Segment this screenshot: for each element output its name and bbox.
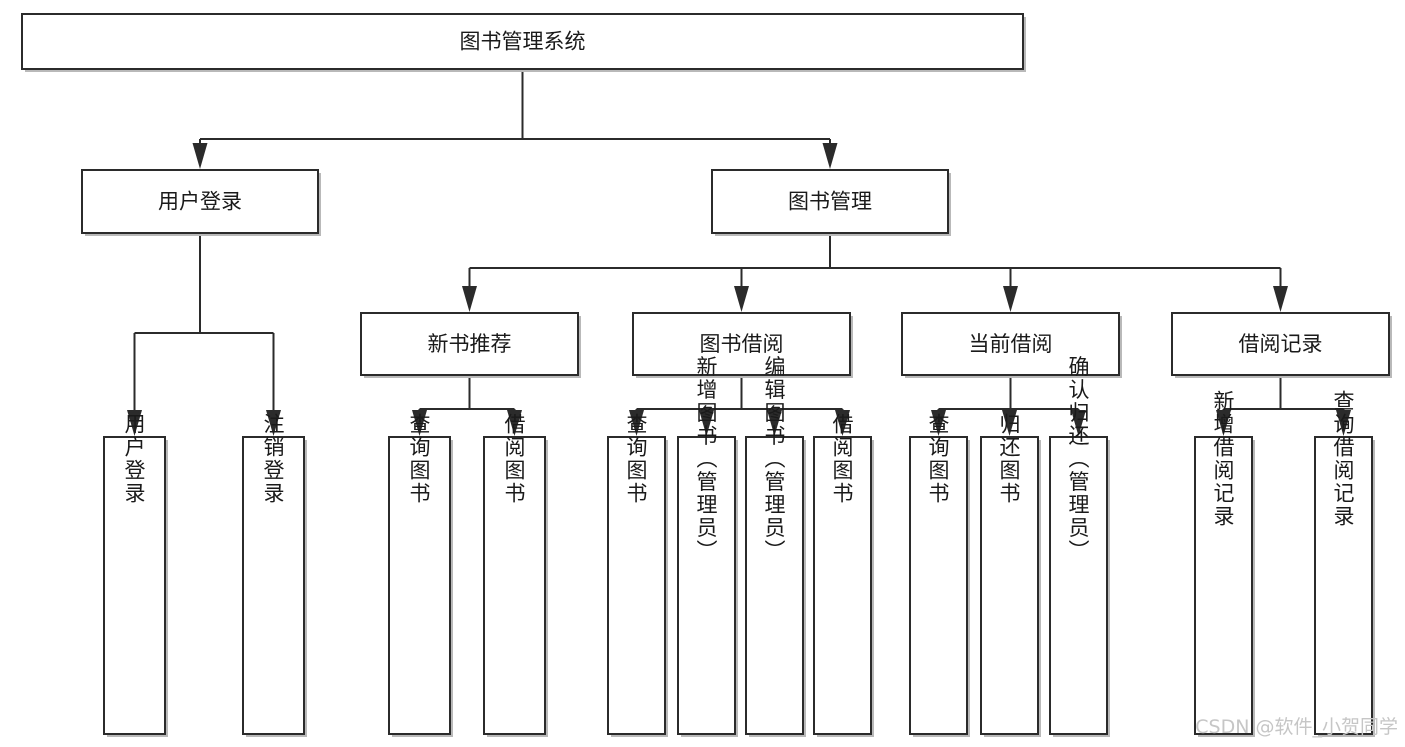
node-box[interactable]: [241, 435, 306, 736]
node-leaf-user-login[interactable]: 用户登录: [102, 413, 168, 737]
node-box[interactable]: [1170, 311, 1391, 377]
node-label: 查询借阅记录: [1331, 390, 1355, 528]
node-box[interactable]: [1193, 435, 1254, 736]
connector-arrowhead: [734, 286, 749, 312]
connector-arrowhead: [835, 410, 850, 436]
node-box[interactable]: [20, 12, 1025, 71]
connector-layer: [127, 69, 1351, 436]
node-book-borrow[interactable]: 图书借阅: [631, 311, 853, 378]
node-label: 借阅图书: [502, 413, 526, 505]
node-label: 新增图书（管理员）: [694, 356, 718, 563]
node-borrow-record[interactable]: 借阅记录: [1170, 311, 1392, 378]
node-box[interactable]: [908, 435, 969, 736]
node-leaf-borrow-book-1[interactable]: 借阅图书: [482, 413, 548, 737]
node-leaf-edit-book[interactable]: 编辑图书（管理员）: [744, 356, 806, 738]
node-label: 当前借阅: [969, 332, 1053, 356]
node-leaf-borrow-book-2[interactable]: 借阅图书: [812, 413, 874, 737]
node-new-book-rec[interactable]: 新书推荐: [359, 311, 581, 378]
connector-group: [629, 375, 850, 436]
node-box[interactable]: [1313, 435, 1374, 736]
connector-arrowhead: [1336, 410, 1351, 436]
node-root[interactable]: 图书管理系统: [20, 12, 1026, 72]
node-box[interactable]: [1048, 435, 1109, 736]
node-book-manage[interactable]: 图书管理: [710, 168, 951, 236]
node-box[interactable]: [812, 435, 873, 736]
node-leaf-confirm-return[interactable]: 确认归还（管理员）: [1048, 356, 1110, 738]
node-label: 图书借阅: [700, 332, 784, 356]
node-label: 用户登录: [158, 190, 242, 214]
connector-group: [1216, 375, 1351, 436]
node-label: 借阅记录: [1239, 332, 1323, 356]
node-leaf-query-record[interactable]: 查询借阅记录: [1313, 390, 1375, 737]
node-leaf-return-book[interactable]: 归还图书: [979, 413, 1041, 737]
node-box[interactable]: [979, 435, 1040, 736]
node-leaf-query-book-3[interactable]: 查询图书: [908, 413, 970, 737]
node-label: 用户登录: [122, 413, 146, 505]
connector-arrowhead: [412, 410, 427, 436]
node-box[interactable]: [710, 168, 950, 235]
connector-arrowhead: [1002, 410, 1017, 436]
connector-arrowhead: [462, 286, 477, 312]
csdn-watermark: CSDN @软件_小贺同学: [1195, 716, 1398, 738]
node-label: 查询图书: [624, 413, 648, 505]
connector-arrowhead: [127, 410, 142, 436]
connector-arrowhead: [1273, 286, 1288, 312]
connector-arrowhead: [266, 410, 281, 436]
node-label: 注销登录: [261, 413, 285, 505]
node-box[interactable]: [900, 311, 1121, 377]
node-leaf-logout[interactable]: 注销登录: [241, 413, 307, 737]
node-label: 归还图书: [997, 413, 1021, 505]
node-box[interactable]: [387, 435, 452, 736]
connector-group: [192, 69, 838, 169]
node-box[interactable]: [676, 435, 737, 736]
node-leaf-query-book-2[interactable]: 查询图书: [606, 413, 668, 737]
node-leaf-add-book[interactable]: 新增图书（管理员）: [676, 356, 738, 738]
node-box[interactable]: [606, 435, 667, 736]
node-leaf-query-book-1[interactable]: 查询图书: [387, 413, 453, 737]
node-box[interactable]: [631, 311, 852, 377]
connector-arrowhead: [767, 410, 782, 436]
node-current-borrow[interactable]: 当前借阅: [900, 311, 1122, 378]
connector-group: [412, 375, 522, 436]
connector-arrowhead: [931, 410, 946, 436]
node-layer: 图书管理系统用户登录图书管理新书推荐图书借阅当前借阅借阅记录用户登录注销登录查询…: [20, 12, 1392, 738]
connector-group: [931, 375, 1086, 436]
connector-arrowhead: [629, 410, 644, 436]
node-label: 查询图书: [926, 413, 950, 505]
node-box[interactable]: [80, 168, 320, 235]
node-label: 图书管理系统: [460, 30, 586, 54]
node-label: 编辑图书（管理员）: [762, 356, 786, 563]
node-label: 确认归还（管理员）: [1066, 356, 1090, 563]
node-label: 借阅图书: [830, 413, 854, 505]
node-user-login[interactable]: 用户登录: [80, 168, 321, 236]
connector-group: [462, 233, 1288, 312]
connector-arrowhead: [507, 410, 522, 436]
connector-arrowhead: [192, 143, 208, 169]
node-label: 新增借阅记录: [1211, 390, 1235, 528]
connector-arrowhead: [1216, 410, 1231, 436]
node-box[interactable]: [744, 435, 805, 736]
connector-arrowhead: [1071, 410, 1086, 436]
node-box[interactable]: [359, 311, 580, 377]
connector-arrowhead: [1003, 286, 1018, 312]
connector-arrowhead: [822, 143, 838, 169]
connector-arrowhead: [699, 410, 714, 436]
node-label: 图书管理: [788, 190, 872, 214]
node-leaf-add-record[interactable]: 新增借阅记录: [1193, 390, 1255, 737]
node-label: 新书推荐: [428, 332, 512, 356]
connector-group: [127, 233, 281, 436]
node-label: 查询图书: [407, 413, 431, 505]
node-box[interactable]: [102, 435, 167, 736]
node-box[interactable]: [482, 435, 547, 736]
